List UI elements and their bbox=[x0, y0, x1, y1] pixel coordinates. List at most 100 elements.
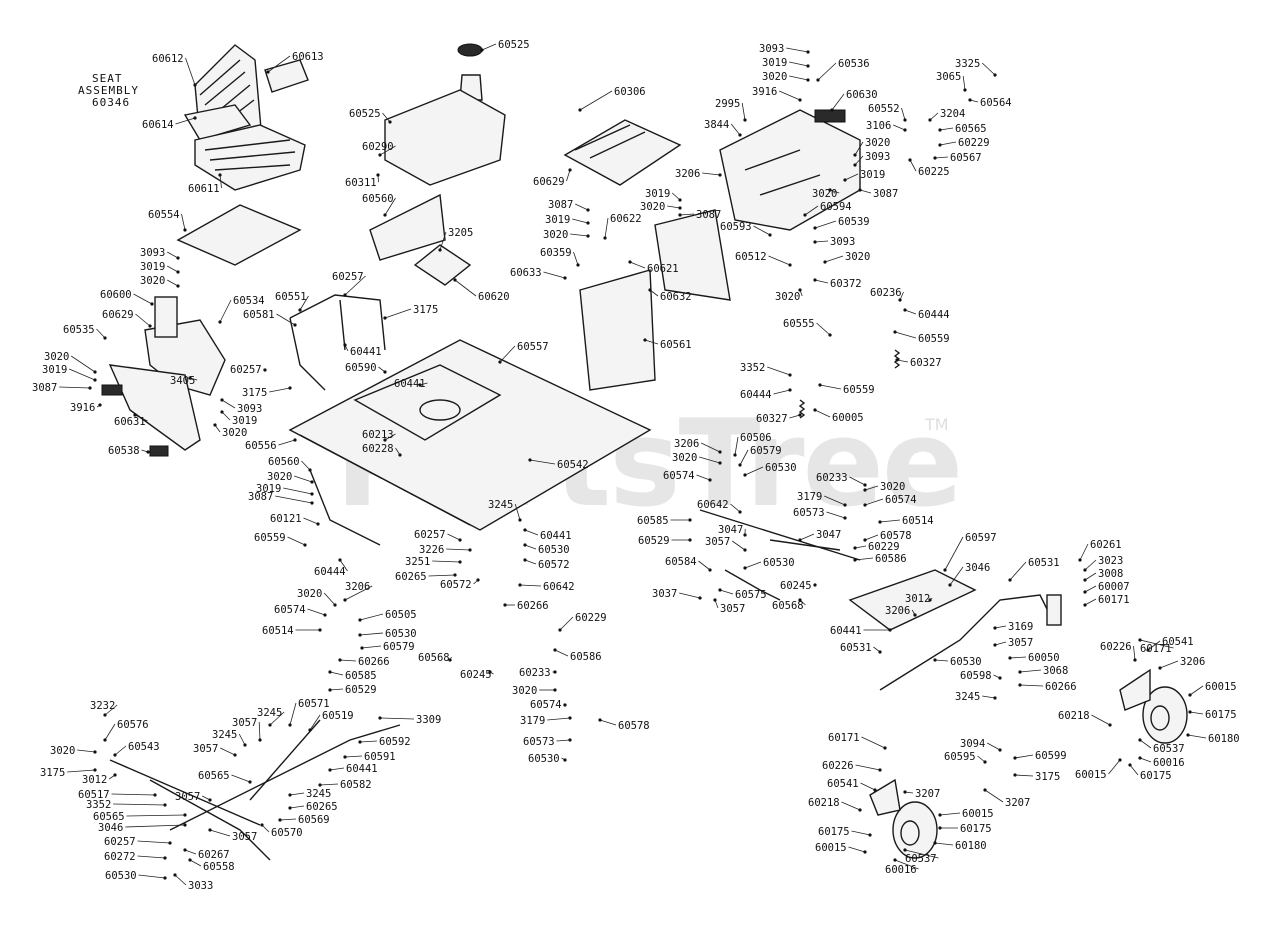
callout-dot bbox=[288, 386, 292, 390]
callout-dot bbox=[288, 723, 292, 727]
callout-dot bbox=[718, 450, 722, 454]
callout-dot bbox=[310, 480, 314, 484]
callout-dot bbox=[338, 658, 342, 662]
callout-dot bbox=[528, 458, 532, 462]
callout-dot bbox=[243, 743, 247, 747]
callout-leader bbox=[789, 75, 809, 81]
part-callout: 60505 bbox=[385, 609, 417, 621]
callout-leader bbox=[934, 659, 949, 662]
callout-leader bbox=[851, 830, 871, 836]
part-callout: 3352 bbox=[86, 799, 111, 811]
callout-leader bbox=[1084, 598, 1097, 606]
callout-dot bbox=[343, 598, 347, 602]
part-callout: 60569 bbox=[298, 814, 330, 826]
part-callout: 60591 bbox=[364, 751, 396, 763]
part-callout: 3087 bbox=[696, 209, 721, 221]
part-callout: 60267 bbox=[198, 849, 230, 861]
callout-dot bbox=[828, 188, 832, 192]
part-callout: 3087 bbox=[548, 199, 573, 211]
callout-dot bbox=[288, 793, 292, 797]
callout-leader bbox=[379, 145, 396, 156]
callout-leader bbox=[175, 117, 196, 125]
callout-dot bbox=[453, 573, 457, 577]
callout-dot bbox=[1118, 758, 1122, 762]
callout-leader bbox=[879, 519, 901, 523]
callout-dot bbox=[768, 233, 772, 237]
callout-leader bbox=[864, 485, 879, 491]
part-callout: 3106 bbox=[866, 120, 891, 132]
part-callout: 3245 bbox=[488, 499, 513, 511]
callout-leader bbox=[125, 824, 186, 828]
part-callout: 3232 bbox=[90, 700, 115, 712]
part-callout: 3175 bbox=[242, 387, 267, 399]
callout-leader bbox=[939, 812, 961, 816]
callout-dot bbox=[843, 178, 847, 182]
callout-leader bbox=[432, 560, 461, 563]
callout-leader bbox=[1079, 543, 1089, 561]
callout-dot bbox=[798, 598, 802, 602]
part-callout: 60226 bbox=[822, 760, 854, 772]
callout-dot bbox=[1188, 693, 1192, 697]
part-callout: 60556 bbox=[245, 440, 277, 452]
callout-dot bbox=[220, 410, 224, 414]
callout-leader bbox=[702, 172, 721, 176]
callout-leader bbox=[559, 616, 574, 631]
part-callout: 3033 bbox=[188, 880, 213, 892]
callout-leader bbox=[219, 174, 222, 189]
callout-leader bbox=[824, 495, 846, 506]
part-callout: 60571 bbox=[298, 698, 330, 710]
callout-leader bbox=[344, 275, 366, 296]
part-callout: 3020 bbox=[672, 452, 697, 464]
callout-dot bbox=[476, 578, 480, 582]
callout-leader bbox=[814, 240, 829, 243]
callout-leader bbox=[984, 789, 1004, 803]
part-callout: 3206 bbox=[345, 581, 370, 593]
callout-leader bbox=[826, 511, 846, 519]
callout-leader bbox=[859, 189, 872, 194]
part-callout: 60574 bbox=[663, 470, 695, 482]
part-callout: 3175 bbox=[40, 767, 65, 779]
callout-dot bbox=[863, 538, 867, 542]
watermark-tm: TM bbox=[924, 415, 949, 434]
callout-leader bbox=[329, 671, 344, 676]
part-callout: 60581 bbox=[243, 309, 275, 321]
callout-dot bbox=[863, 488, 867, 492]
part-callout: 60531 bbox=[840, 642, 872, 654]
part-callout: 60441 bbox=[830, 625, 862, 637]
callout-leader bbox=[829, 189, 840, 194]
callout-dot bbox=[168, 841, 172, 845]
callout-leader bbox=[167, 279, 179, 287]
part-callout: 60245 bbox=[460, 669, 492, 681]
callout-leader bbox=[524, 529, 539, 536]
part-callout: 3019 bbox=[256, 483, 281, 495]
part-callout: 60543 bbox=[128, 741, 160, 753]
part-callout: 3226 bbox=[419, 544, 444, 556]
callout-dot bbox=[1008, 578, 1012, 582]
callout-leader bbox=[113, 803, 166, 806]
callout-leader bbox=[294, 475, 313, 483]
callout-dot bbox=[376, 173, 380, 177]
callout-dot bbox=[738, 463, 742, 467]
part-callout: 60568 bbox=[418, 652, 450, 664]
callout-dot bbox=[863, 850, 867, 854]
callout-leader bbox=[303, 517, 319, 525]
callout-dot bbox=[293, 438, 297, 442]
part-callout: 60441 bbox=[350, 346, 382, 358]
part-callout: 60525 bbox=[349, 108, 381, 120]
part-callout: 60600 bbox=[100, 289, 132, 301]
callout-dot bbox=[678, 206, 682, 210]
part-callout: 60530 bbox=[538, 544, 570, 556]
part-callout: 60266 bbox=[358, 656, 390, 668]
part-callout: 3087 bbox=[248, 491, 273, 503]
part-callout: 60530 bbox=[950, 656, 982, 668]
part-callout: 3405 bbox=[170, 375, 195, 387]
callout-dot bbox=[146, 450, 150, 454]
callout-dot bbox=[1146, 648, 1150, 652]
part-callout: 3046 bbox=[98, 822, 123, 834]
callout-leader bbox=[221, 411, 231, 421]
part-callout: 3020 bbox=[140, 275, 165, 287]
part-callout: 3206 bbox=[675, 168, 700, 180]
part-callout: 60565 bbox=[955, 123, 987, 135]
callout-leader bbox=[554, 649, 569, 657]
part-callout: 60539 bbox=[838, 216, 870, 228]
